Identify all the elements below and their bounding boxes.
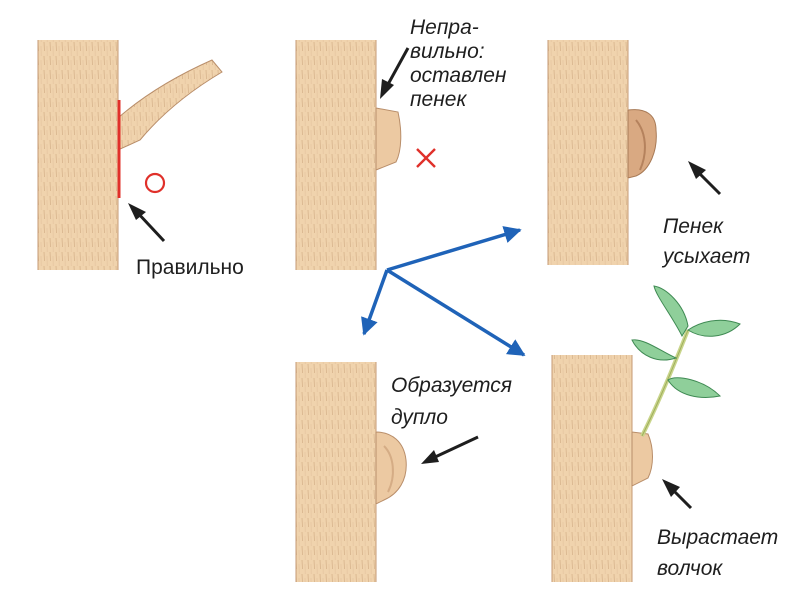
pointer-arrow-icon bbox=[662, 479, 693, 510]
label-dries-line2: усыхает bbox=[661, 245, 750, 268]
trunk bbox=[548, 40, 628, 265]
panel-hollow-forms: Образуется дупло bbox=[295, 362, 512, 582]
swollen-stub bbox=[375, 431, 407, 505]
label-hollow-line1: Образуется bbox=[391, 374, 512, 397]
flow-arrows bbox=[361, 226, 526, 357]
pointer-arrow-icon bbox=[688, 161, 722, 196]
flow-arrow-up-right bbox=[386, 226, 522, 272]
label-hollow-line2: дупло bbox=[391, 406, 448, 429]
trunk bbox=[296, 362, 376, 582]
dried-stub bbox=[627, 109, 657, 179]
label-wrong-line4: пенек bbox=[410, 88, 467, 111]
pointer-arrow-icon bbox=[421, 435, 479, 464]
panel-stub-dries: Пенек усыхает bbox=[547, 40, 750, 268]
pointer-arrow-icon bbox=[128, 203, 166, 243]
label-sprout-line2: волчок bbox=[657, 557, 723, 580]
trunk bbox=[552, 355, 632, 582]
pointer-arrow-icon bbox=[380, 47, 410, 99]
label-wrong-line1: Непра- bbox=[410, 16, 479, 39]
flow-arrow-down-right bbox=[386, 268, 526, 357]
water-sprout bbox=[631, 285, 741, 437]
leaf-icon bbox=[631, 339, 678, 361]
leaf-icon bbox=[667, 377, 722, 398]
wrong-mark-cross-icon bbox=[416, 148, 436, 168]
trunk bbox=[296, 40, 376, 270]
label-wrong-line2: вильно: bbox=[410, 40, 485, 63]
label-dries-line1: Пенек bbox=[663, 215, 724, 238]
panel-correct-cut: Правильно bbox=[37, 40, 244, 279]
label-sprout-line1: Вырастает bbox=[657, 526, 778, 549]
branch bbox=[117, 59, 223, 151]
trunk bbox=[38, 40, 118, 270]
correct-mark-circle-icon bbox=[144, 172, 166, 194]
stub bbox=[375, 107, 402, 171]
leaf-icon bbox=[653, 285, 689, 338]
panel-wrong-stub: Непра- вильно: оставлен пенек bbox=[295, 16, 507, 270]
stub bbox=[631, 431, 653, 487]
panel-sprout-grows: Вырастает волчок bbox=[551, 285, 778, 582]
label-wrong-line3: оставлен bbox=[410, 64, 507, 87]
leaf-icon bbox=[687, 319, 741, 337]
flow-arrow-down-left bbox=[361, 269, 389, 336]
label-correct: Правильно bbox=[136, 256, 244, 279]
